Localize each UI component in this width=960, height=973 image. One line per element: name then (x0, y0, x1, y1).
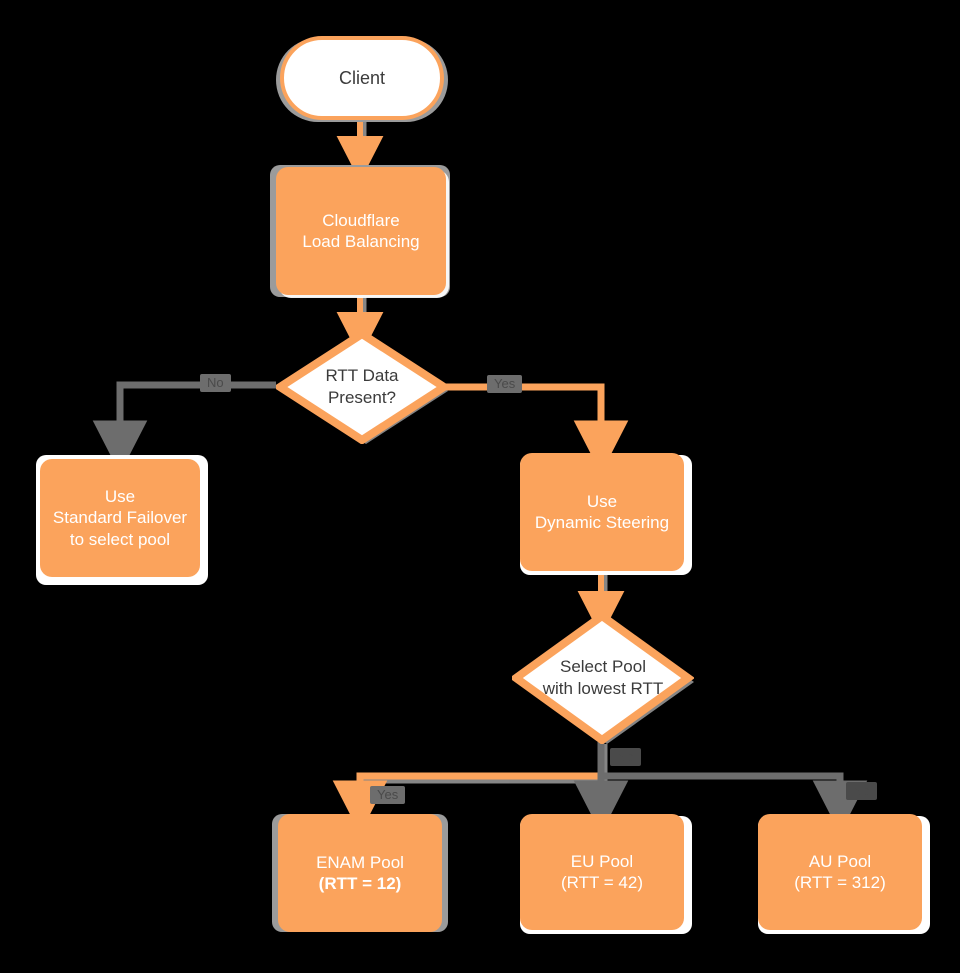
edge-select-to-au (601, 772, 868, 834)
eu-pool-line2: (RTT = 42) (560, 873, 644, 892)
eu-pool-label: EU Pool (RTT = 42) (553, 849, 651, 896)
node-standard-failover[interactable]: Use Standard Failover to select pool (40, 459, 200, 577)
dynamic-steering-line1: Use (586, 491, 618, 511)
au-pool-line1: AU Pool (808, 851, 872, 871)
node-dynamic-steering[interactable]: Use Dynamic Steering (520, 453, 684, 571)
node-enam-pool[interactable]: ENAM Pool (RTT = 12) (278, 814, 442, 932)
enam-pool-line1: ENAM Pool (316, 852, 404, 872)
standard-failover-line3: to select pool (69, 529, 171, 549)
standard-failover-line1: Use (104, 486, 136, 506)
edge-label-rtt-no: No (200, 374, 231, 393)
standard-failover-line2: Standard Failover (52, 508, 188, 528)
edge-label-rtt-yes: Yes (487, 375, 523, 394)
enam-pool-label: ENAM Pool (RTT = 12) (308, 850, 412, 897)
au-pool-line2: (RTT = 312) (794, 873, 886, 892)
rtt-decision-diamond-shape (276, 330, 448, 444)
au-pool-label: AU Pool (RTT = 312) (786, 849, 894, 896)
edge-rtt-yes-to-steering (444, 383, 629, 474)
edge-rtt-no-to-failover (92, 381, 276, 474)
node-rtt-decision[interactable]: RTT Data Present? (276, 330, 448, 444)
node-eu-pool[interactable]: EU Pool (RTT = 42) (520, 814, 684, 930)
eu-pool-line1: EU Pool (570, 851, 634, 871)
standard-failover-label: Use Standard Failover to select pool (45, 484, 195, 552)
edge-label-pool-eu: No (610, 748, 641, 767)
load-balancing-line1: Cloudflare (322, 210, 400, 230)
dynamic-steering-label: Use Dynamic Steering (527, 489, 677, 536)
node-client[interactable]: Client (280, 36, 444, 120)
load-balancing-label: Cloudflare Load Balancing (294, 208, 427, 255)
node-select-pool[interactable]: Select Pool with lowest RTT (512, 612, 694, 744)
edge-label-pool-selected: Yes (370, 786, 406, 805)
edge-label-pool-au: No (846, 782, 877, 801)
node-au-pool[interactable]: AU Pool (RTT = 312) (758, 814, 922, 930)
dynamic-steering-line2: Dynamic Steering (534, 513, 670, 532)
select-pool-diamond-shape (512, 612, 694, 744)
node-load-balancing[interactable]: Cloudflare Load Balancing (276, 167, 446, 295)
client-label: Client (338, 67, 386, 88)
enam-pool-line2: (RTT = 12) (318, 874, 402, 893)
load-balancing-line2: Load Balancing (302, 232, 420, 251)
